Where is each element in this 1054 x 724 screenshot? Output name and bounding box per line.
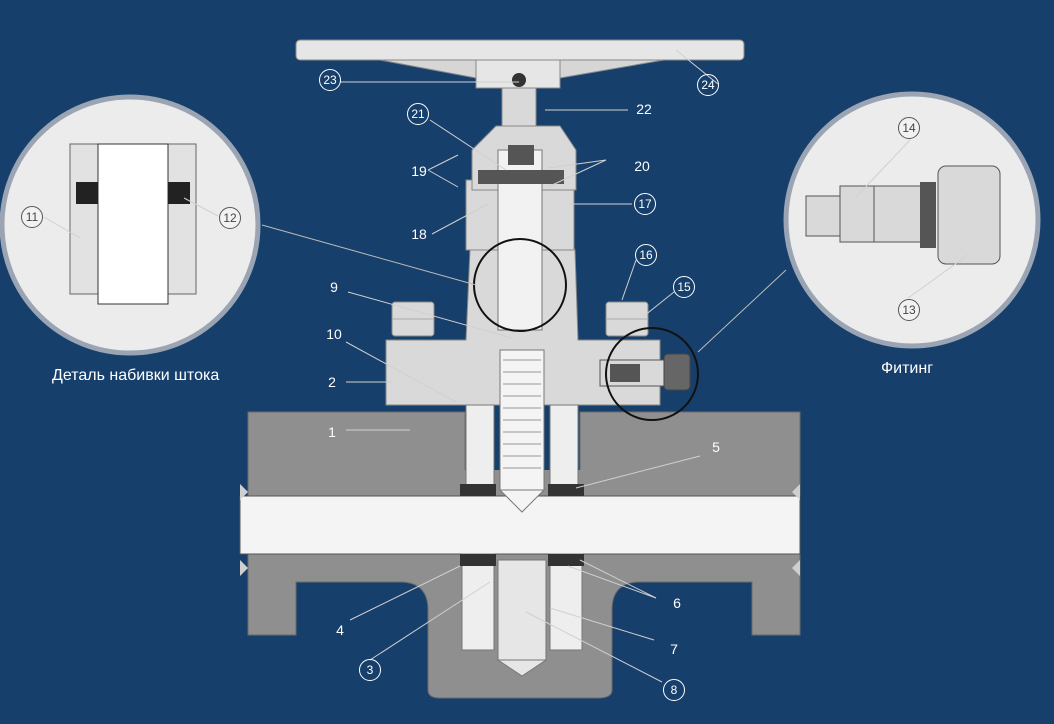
label-9: 9 <box>330 279 338 295</box>
label-2: 2 <box>328 374 336 390</box>
label-4: 4 <box>336 622 344 638</box>
badge-14: 14 <box>898 117 920 139</box>
fitting-detail <box>783 91 1041 349</box>
fitting-highlight <box>605 327 699 421</box>
label-7: 7 <box>670 641 678 657</box>
badge-21: 21 <box>407 103 429 125</box>
label-6: 6 <box>673 595 681 611</box>
badge-16: 16 <box>635 244 657 266</box>
stem-packing-detail <box>0 94 261 356</box>
label-1: 1 <box>328 424 336 440</box>
label-20: 20 <box>634 158 650 174</box>
packing-highlight <box>473 238 567 332</box>
label-10: 10 <box>326 326 342 342</box>
badge-13: 13 <box>898 299 920 321</box>
fitting-caption: Фитинг <box>881 360 934 377</box>
label-19: 19 <box>411 163 427 179</box>
handwheel <box>295 39 745 127</box>
badge-24: 24 <box>697 74 719 96</box>
fitting-assembly <box>599 353 691 391</box>
badge-17: 17 <box>634 193 656 215</box>
label-22: 22 <box>636 101 652 117</box>
badge-12: 12 <box>219 207 241 229</box>
label-5: 5 <box>712 439 720 455</box>
badge-15: 15 <box>673 276 695 298</box>
label-18: 18 <box>411 226 427 242</box>
badge-11: 11 <box>21 206 43 228</box>
badge-8: 8 <box>663 679 685 701</box>
badge-3: 3 <box>359 659 381 681</box>
leader-lines <box>43 49 969 683</box>
badge-23: 23 <box>319 69 341 91</box>
stem-packing-caption: Деталь набивки штока <box>52 367 220 384</box>
